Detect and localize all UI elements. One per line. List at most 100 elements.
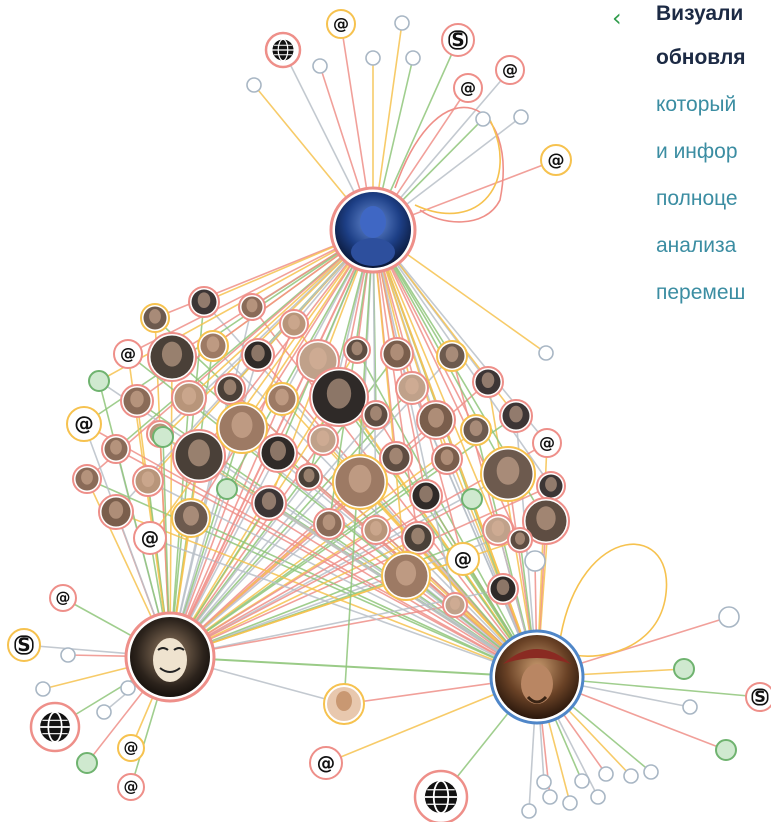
blank-node[interactable] — [574, 773, 590, 789]
email-icon[interactable]: @ — [133, 521, 167, 555]
profile-photo-node[interactable] — [251, 485, 287, 521]
blank-node[interactable] — [96, 704, 112, 720]
blank-node[interactable] — [246, 77, 262, 93]
email-icon[interactable]: @ — [326, 9, 356, 39]
hub-genie-avatar[interactable] — [329, 186, 417, 274]
profile-photo-node[interactable] — [258, 433, 298, 473]
profile-photo-node[interactable] — [536, 471, 566, 501]
skype-icon[interactable]: S — [745, 682, 771, 712]
profile-photo-node[interactable] — [460, 414, 492, 446]
blank-node[interactable] — [365, 50, 381, 66]
green-blank-node[interactable] — [88, 370, 110, 392]
profile-photo-node[interactable] — [499, 399, 533, 433]
profile-photo-node[interactable] — [401, 521, 435, 555]
profile-photo-node[interactable] — [216, 402, 268, 454]
profile-photo-node[interactable] — [188, 286, 220, 318]
blank-node[interactable] — [312, 58, 328, 74]
profile-photo-node[interactable] — [172, 429, 226, 483]
profile-photo-node[interactable] — [72, 464, 102, 494]
blank-node[interactable] — [718, 606, 740, 628]
email-icon[interactable]: @ — [446, 542, 480, 576]
profile-photo-node[interactable] — [171, 380, 207, 416]
profile-photo-node[interactable] — [343, 336, 371, 364]
email-icon[interactable]: @ — [49, 584, 77, 612]
email-icon[interactable]: @ — [532, 428, 562, 458]
blank-node[interactable] — [394, 15, 410, 31]
email-icon[interactable]: @ — [309, 746, 343, 780]
skype-icon[interactable]: S — [441, 23, 475, 57]
profile-photo-node[interactable] — [238, 293, 266, 321]
profile-photo-node[interactable] — [101, 434, 131, 464]
blank-node[interactable] — [562, 795, 578, 811]
profile-photo-node[interactable] — [380, 337, 414, 371]
profile-photo-node[interactable] — [332, 454, 388, 510]
email-icon[interactable]: @ — [453, 73, 483, 103]
blank-node[interactable] — [623, 768, 639, 784]
skype-icon[interactable]: S — [7, 628, 41, 662]
profile-photo-node[interactable] — [214, 373, 246, 405]
green-blank-node[interactable] — [152, 426, 174, 448]
profile-photo-node[interactable] — [309, 367, 369, 427]
blank-node[interactable] — [524, 550, 546, 572]
green-blank-node[interactable] — [216, 478, 238, 500]
blank-node[interactable] — [536, 774, 552, 790]
blank-node[interactable] — [542, 789, 558, 805]
profile-photo-node[interactable] — [507, 527, 533, 553]
blank-node[interactable] — [405, 50, 421, 66]
hub-anonymous-mask-avatar[interactable] — [124, 611, 216, 703]
blank-node[interactable] — [475, 111, 491, 127]
profile-photo-node[interactable] — [409, 479, 443, 513]
blank-node[interactable] — [643, 764, 659, 780]
profile-photo-node[interactable] — [480, 446, 536, 502]
profile-photo-node[interactable] — [323, 683, 365, 725]
profile-photo-node[interactable] — [98, 494, 134, 530]
profile-photo-node[interactable] — [381, 551, 431, 601]
email-icon[interactable]: @ — [66, 406, 102, 442]
globe-icon[interactable] — [413, 769, 469, 822]
blank-node[interactable] — [590, 789, 606, 805]
globe-icon[interactable] — [29, 701, 81, 753]
profile-photo-node[interactable] — [379, 441, 413, 475]
profile-photo-node[interactable] — [197, 330, 229, 362]
green-blank-node[interactable] — [76, 752, 98, 774]
profile-photo-node[interactable] — [395, 371, 429, 405]
blank-node[interactable] — [513, 109, 529, 125]
profile-photo-node[interactable] — [140, 303, 170, 333]
profile-photo-node[interactable] — [431, 443, 463, 475]
profile-photo-node[interactable] — [120, 384, 154, 418]
blank-node[interactable] — [598, 766, 614, 782]
profile-photo-node[interactable] — [313, 508, 345, 540]
blank-node[interactable] — [120, 680, 136, 696]
blank-node[interactable] — [60, 647, 76, 663]
blank-node[interactable] — [35, 681, 51, 697]
profile-photo-node[interactable] — [416, 400, 456, 440]
profile-photo-node[interactable] — [472, 366, 504, 398]
email-icon[interactable]: @ — [117, 773, 145, 801]
profile-photo-node[interactable] — [436, 340, 468, 372]
profile-photo-node[interactable] — [522, 497, 570, 545]
profile-photo-node[interactable] — [147, 332, 197, 382]
green-blank-node[interactable] — [715, 739, 737, 761]
profile-photo-node[interactable] — [442, 592, 468, 618]
profile-photo-node[interactable] — [171, 498, 211, 538]
profile-photo-node[interactable] — [361, 515, 391, 545]
email-icon[interactable]: @ — [117, 734, 145, 762]
green-blank-node[interactable] — [673, 658, 695, 680]
green-blank-node[interactable] — [461, 488, 483, 510]
profile-photo-node[interactable] — [361, 400, 391, 430]
profile-photo-node[interactable] — [295, 463, 323, 491]
profile-photo-node[interactable] — [307, 424, 339, 456]
hub-pirate-avatar[interactable] — [489, 629, 585, 725]
profile-photo-node[interactable] — [265, 382, 299, 416]
globe-icon[interactable] — [264, 31, 302, 69]
email-icon[interactable]: @ — [495, 55, 525, 85]
email-icon[interactable]: @ — [540, 144, 572, 176]
blank-node[interactable] — [538, 345, 554, 361]
profile-photo-node[interactable] — [241, 338, 275, 372]
blank-node[interactable] — [521, 803, 537, 819]
profile-photo-node[interactable] — [487, 573, 519, 605]
profile-photo-node[interactable] — [132, 465, 164, 497]
blank-node[interactable] — [682, 699, 698, 715]
chevron-left-icon[interactable]: ‹ — [612, 4, 622, 32]
